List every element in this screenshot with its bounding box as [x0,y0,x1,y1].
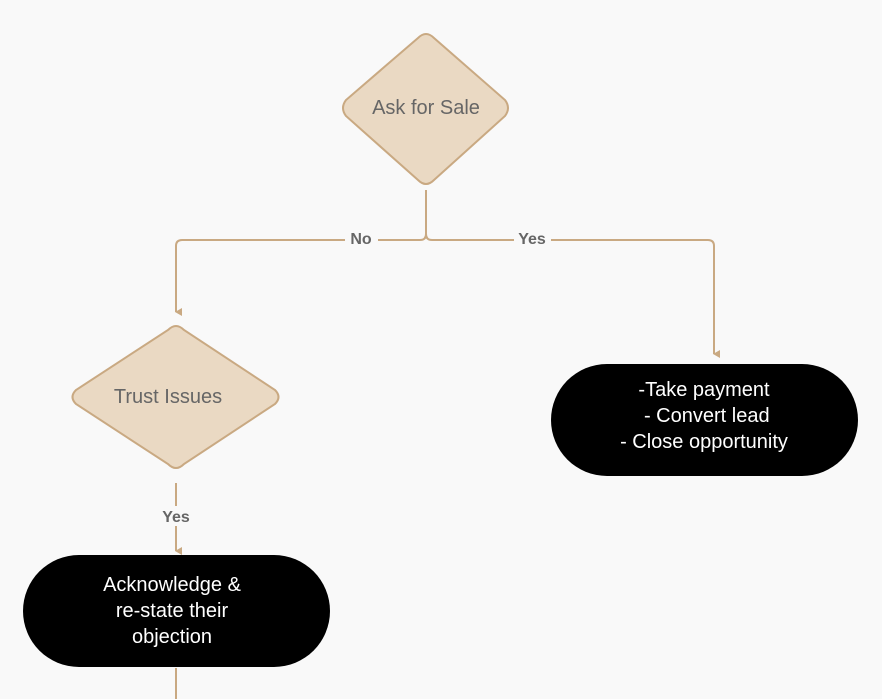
terminal-close-actions-label-line-3: - Close opportunity [620,431,788,453]
edge-labels: No Yes Yes [156,229,551,526]
connector-ask-to-branch [419,190,427,241]
connectors [175,190,720,699]
decision-ask-for-sale-label: Ask for Sale [372,97,480,119]
decision-ask-for-sale[interactable]: Ask for Sale [342,33,509,185]
decision-trust-issues-label-line-1: Trust Issues [114,386,222,408]
decision-trust-issues[interactable]: Trust Issues [71,325,280,469]
terminal-close-actions[interactable]: -Take payment - Convert lead - Close oppo… [551,364,858,476]
terminal-acknowledge-label-line-1: Acknowledge & [103,574,242,596]
connector-no-to-trust-issues [175,239,420,316]
terminal-acknowledge-label-line-3: objection [132,626,212,648]
edge-label-no: No [350,231,372,248]
decision-trust-issues-label: Trust Issues [114,386,222,408]
terminal-close-actions-label-line-1: -Take payment [638,379,770,401]
terminal-acknowledge-label-line-2: re-state their [116,600,229,622]
terminal-close-actions-label: -Take payment - Convert lead - Close oppo… [620,379,788,453]
terminal-acknowledge-label: Acknowledge & re-state their objection [103,574,242,648]
connector-yes-to-close-actions [425,233,720,358]
terminal-acknowledge[interactable]: Acknowledge & re-state their objection [23,555,330,667]
edge-label-yes-acknowledge: Yes [162,509,190,526]
edge-label-yes-close: Yes [518,231,546,248]
decision-ask-for-sale-label-line-1: Ask for Sale [372,97,480,119]
terminal-close-actions-label-line-2: - Convert lead [638,405,769,427]
